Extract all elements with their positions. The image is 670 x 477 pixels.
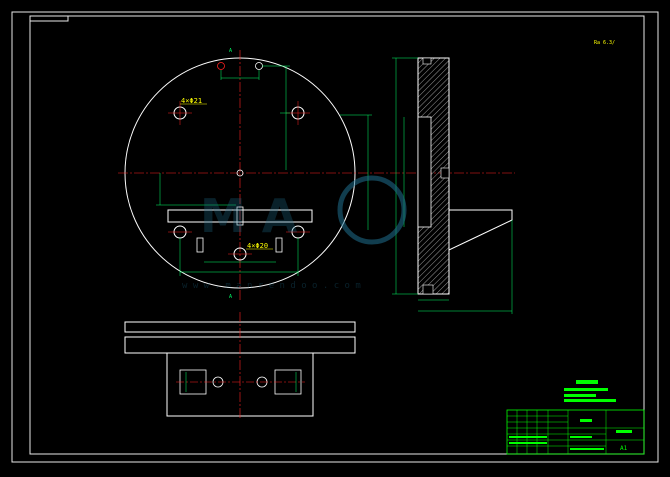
section-bottom-foot [422,284,434,295]
tb-part-name-fill [580,419,592,422]
sheet-size-label: A1 [620,445,628,452]
tb-drawing-no-fill [616,430,632,433]
bracket-arm [448,209,513,251]
title-block: A1 [506,409,645,455]
sheet-corner-tab [29,15,69,22]
notes-line-3 [564,399,616,402]
watermark-circle [337,175,407,245]
hole-spec-top: 4×Φ21 [181,97,202,105]
tb-row-fill-a [570,436,592,438]
lower-lug [196,237,204,253]
side-section-view [392,57,513,314]
top-hole-right [255,62,263,70]
section-mark-top: A [229,48,232,54]
tb-row-fill-b [570,448,604,450]
mounting-bar-rib [236,206,244,226]
hole-spec-bottom: 4×Φ20 [247,242,268,250]
sheet-inner-frame [29,15,645,455]
watermark-logo: M A w w w . m a n r e n d o o . c o m [182,175,407,291]
top-view: A A 4×Φ21 [118,48,515,300]
sheet-outer-frame [11,11,659,463]
title-block-frame [506,409,645,455]
section-mid-slot [440,167,450,179]
section-top-notch [422,57,432,65]
lower-lug-right [275,237,283,253]
notes-heading [576,380,598,384]
front-view [124,312,356,420]
center-hole [236,169,244,177]
mounting-bar [167,209,313,223]
watermark-url: w w w . m a n r e n d o o . c o m [182,281,361,291]
notes-line-1 [564,388,608,391]
technical-notes [564,380,616,402]
roughness-note: Ra 6.3/ [594,40,615,46]
tb-cells-fill-a [509,436,547,438]
tb-cells-fill-b [509,442,547,444]
top-hole-left [217,62,225,70]
notes-line-2 [564,394,596,397]
section-cavity [417,116,432,228]
watermark-glyphs: M A [200,189,298,243]
section-mark-bottom: A [229,294,232,300]
